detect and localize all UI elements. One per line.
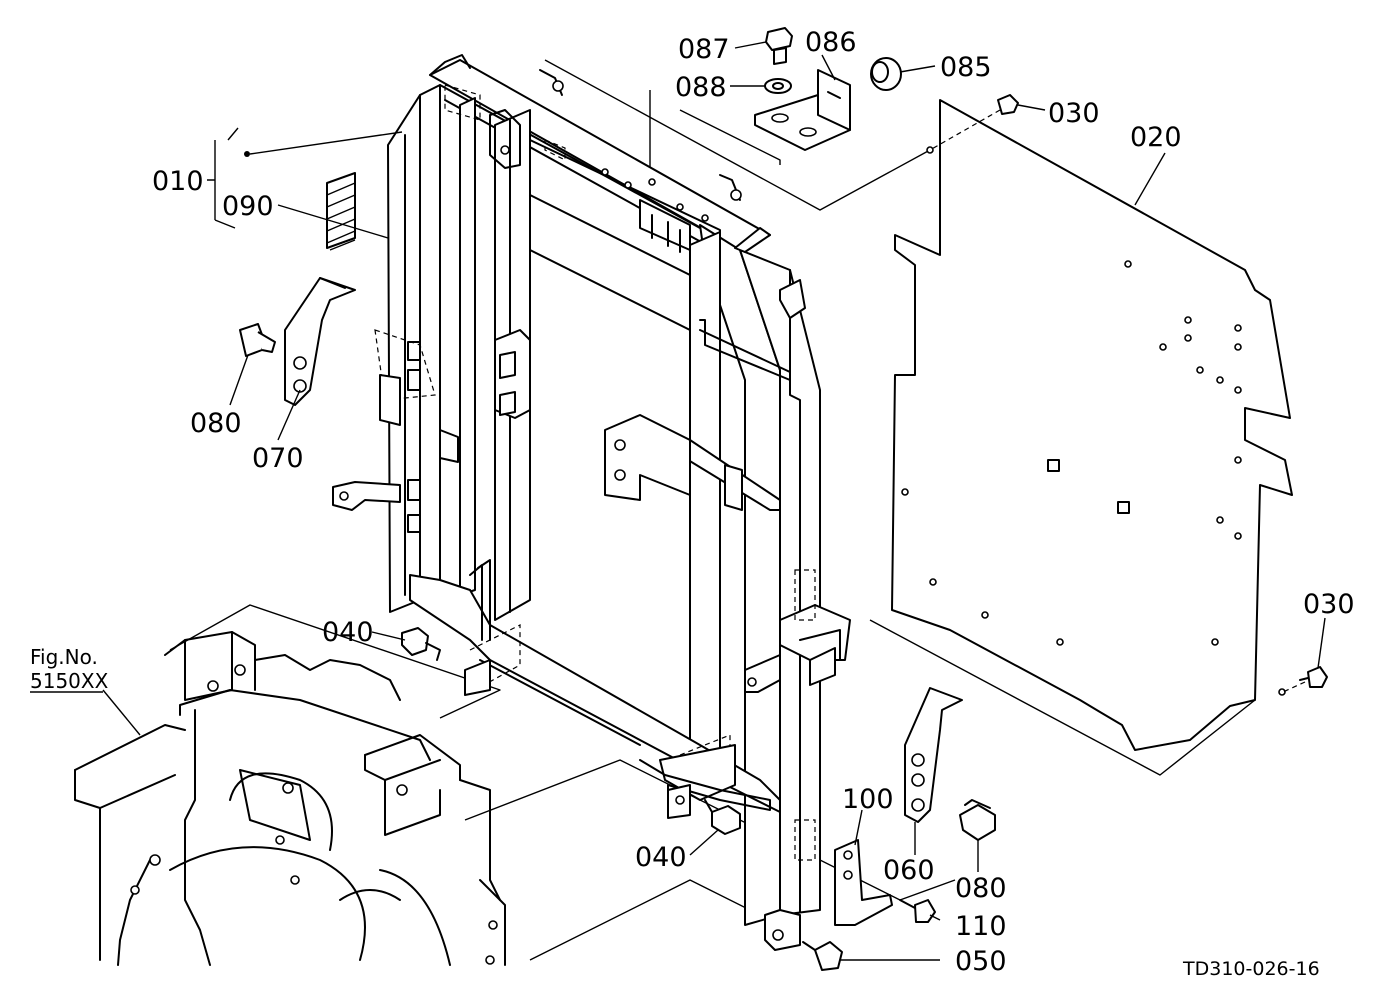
- bolt-040-lower: [704, 799, 741, 835]
- label-085: 085: [940, 52, 992, 83]
- bolt-087: [765, 27, 793, 65]
- label-080-right: 080: [955, 873, 1007, 904]
- label-040-upper: 040: [322, 617, 374, 648]
- label-080-left: 080: [190, 408, 242, 439]
- drawing-id: TD310-026-16: [1182, 958, 1320, 980]
- engine-flywheel-housing: [74, 631, 506, 966]
- figref-leader: [102, 689, 141, 736]
- label-040-lower: 040: [635, 842, 687, 873]
- bracket-100: [834, 839, 893, 926]
- label-087: 087: [678, 34, 730, 65]
- bracket-086: [754, 69, 851, 151]
- assembly-010-dot: [244, 151, 250, 157]
- bolt-080-right: [959, 799, 996, 841]
- bracket-060: [904, 687, 963, 823]
- grommet-085: [870, 57, 902, 91]
- label-088: 088: [675, 72, 727, 103]
- bolt-110: [899, 899, 936, 923]
- label-110: 110: [955, 911, 1007, 942]
- washer-088: [764, 78, 792, 94]
- label-030-upper: 030: [1048, 98, 1100, 129]
- leader-lines: [229, 41, 1326, 961]
- label-100: 100: [842, 784, 894, 815]
- label-090: 090: [222, 191, 274, 222]
- label-030-lower: 030: [1303, 589, 1355, 620]
- figref-line2: 5150XX: [30, 669, 109, 693]
- label-050: 050: [955, 946, 1007, 977]
- label-086: 086: [805, 27, 857, 58]
- bolt-080-left: [239, 323, 276, 357]
- back-plate-020: [891, 99, 1293, 751]
- radiator-shroud-frame: [332, 54, 851, 951]
- label-plate-090: [326, 172, 356, 251]
- bolt-030-lower: [1299, 666, 1328, 688]
- bracket-070: [284, 277, 356, 406]
- label-060: 060: [883, 855, 935, 886]
- label-070: 070: [252, 443, 304, 474]
- bolt-040-upper: [401, 627, 441, 661]
- assembly-bracket: [207, 140, 236, 229]
- label-010: 010: [152, 166, 204, 197]
- assembly-bracket-top: [227, 127, 239, 141]
- figref-line1: Fig.No.: [30, 645, 98, 669]
- bolt-030-upper: [997, 94, 1019, 115]
- label-020: 020: [1130, 122, 1182, 153]
- bolt-050: [802, 941, 843, 971]
